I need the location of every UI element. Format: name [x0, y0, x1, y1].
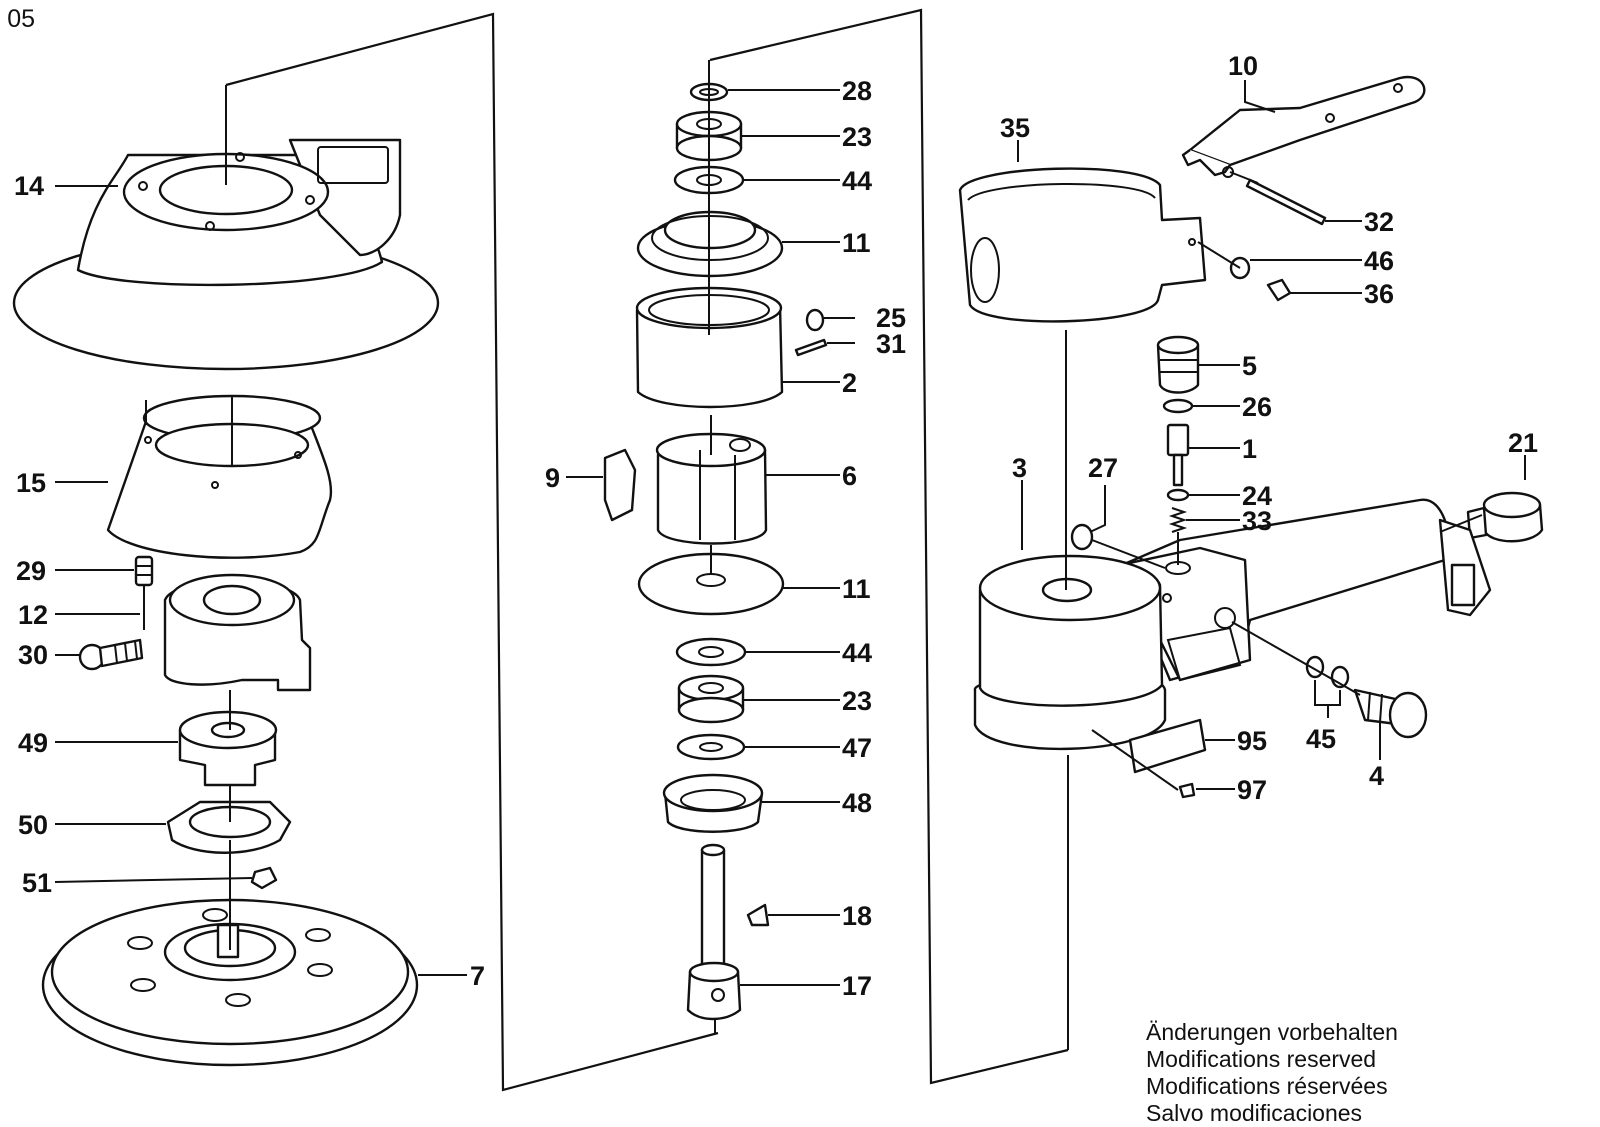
label-9: 9	[545, 463, 560, 493]
part-4-throttle-valve	[1353, 688, 1428, 739]
part-27-clip	[1070, 523, 1094, 551]
part-7-pad	[41, 898, 419, 1067]
label-26: 26	[1242, 392, 1272, 422]
label-6: 6	[842, 461, 857, 491]
part-29-screw	[134, 555, 154, 587]
label-14: 14	[14, 171, 44, 201]
part-30-screw	[78, 638, 144, 671]
label-7: 7	[470, 961, 485, 991]
part-47-washer	[676, 733, 746, 761]
label-31: 31	[876, 329, 906, 359]
note-french: Modifications réservées	[1146, 1073, 1388, 1099]
note-english: Modifications reserved	[1146, 1046, 1376, 1072]
leader-lines	[54, 80, 1526, 986]
label-21: 21	[1508, 428, 1538, 458]
left-axis-lines	[143, 85, 233, 950]
label-2: 2	[842, 368, 857, 398]
part-24-clip	[1166, 488, 1190, 502]
part-26-ring	[1162, 398, 1194, 414]
label-11-top: 11	[842, 228, 871, 258]
label-32: 32	[1364, 207, 1394, 237]
middle-axis-lines	[708, 60, 716, 1033]
label-95: 95	[1237, 726, 1267, 756]
part-32-pin	[1245, 178, 1327, 226]
label-17: 17	[842, 971, 872, 1001]
part-1-valve	[1166, 423, 1190, 487]
label-4: 4	[1369, 761, 1384, 791]
part-15-ring	[106, 394, 333, 559]
label-23-top: 23	[842, 122, 872, 152]
label-33: 33	[1242, 506, 1272, 536]
part-9-blade	[603, 448, 637, 522]
part-10-lever	[1181, 75, 1426, 178]
label-36: 36	[1364, 279, 1394, 309]
part-17-shaft	[686, 843, 742, 1021]
note-spanish: Salvo modificaciones	[1146, 1100, 1362, 1126]
part-12-counterweight	[163, 573, 312, 692]
label-5: 5	[1242, 351, 1257, 381]
part-18-key	[746, 903, 770, 927]
label-3: 3	[1012, 453, 1027, 483]
label-11-bottom: 11	[842, 574, 871, 604]
part-48-cup	[662, 773, 764, 833]
label-15: 15	[16, 468, 46, 498]
part-36-screw	[1266, 278, 1292, 302]
label-44-top: 44	[842, 166, 872, 196]
label-50: 50	[18, 810, 48, 840]
label-25: 25	[876, 303, 906, 333]
label-28: 28	[842, 76, 872, 106]
label-12: 12	[18, 600, 48, 630]
part-35-cover	[958, 167, 1207, 323]
part-31-pin	[794, 338, 828, 357]
label-30: 30	[18, 640, 48, 670]
part-51-nut	[250, 866, 278, 890]
part-95-plate	[1128, 718, 1207, 774]
part-25-washer	[805, 308, 825, 332]
part-3-motor-housing	[973, 498, 1492, 751]
right-axis-lines	[1065, 171, 1483, 1050]
part-44-washer-bottom	[675, 637, 747, 667]
note-german: Änderungen vorbehalten	[1146, 1019, 1398, 1045]
part-number-labels: 14 15 29 12 30 49 50 51 7 28 23 44 11 25…	[14, 51, 1538, 1001]
label-29: 29	[16, 556, 46, 586]
frame-lines	[225, 8, 1069, 1092]
modification-notes: Änderungen vorbehalten Modifications res…	[1146, 1019, 1398, 1126]
label-47: 47	[842, 733, 872, 763]
part-45-washers	[1305, 655, 1350, 689]
part-5-valve-stack	[1156, 335, 1200, 394]
label-27: 27	[1088, 453, 1118, 483]
label-44-bottom: 44	[842, 638, 872, 668]
part-97-screw	[1178, 782, 1196, 799]
label-24: 24	[1242, 481, 1272, 511]
label-97: 97	[1237, 775, 1267, 805]
label-18: 18	[842, 901, 872, 931]
label-45: 45	[1306, 724, 1336, 754]
label-49: 49	[18, 728, 48, 758]
label-46: 46	[1364, 246, 1394, 276]
label-10: 10	[1228, 51, 1258, 81]
label-1: 1	[1242, 434, 1257, 464]
part-33-spring	[1168, 507, 1188, 533]
label-23-bottom: 23	[842, 686, 872, 716]
label-48: 48	[842, 788, 872, 818]
part-23-bearing-bottom	[677, 674, 745, 724]
page-header-fragment: - 05	[0, 5, 35, 33]
label-35: 35	[1000, 113, 1030, 143]
part-49-bearing	[178, 710, 278, 787]
label-51: 51	[22, 868, 52, 898]
